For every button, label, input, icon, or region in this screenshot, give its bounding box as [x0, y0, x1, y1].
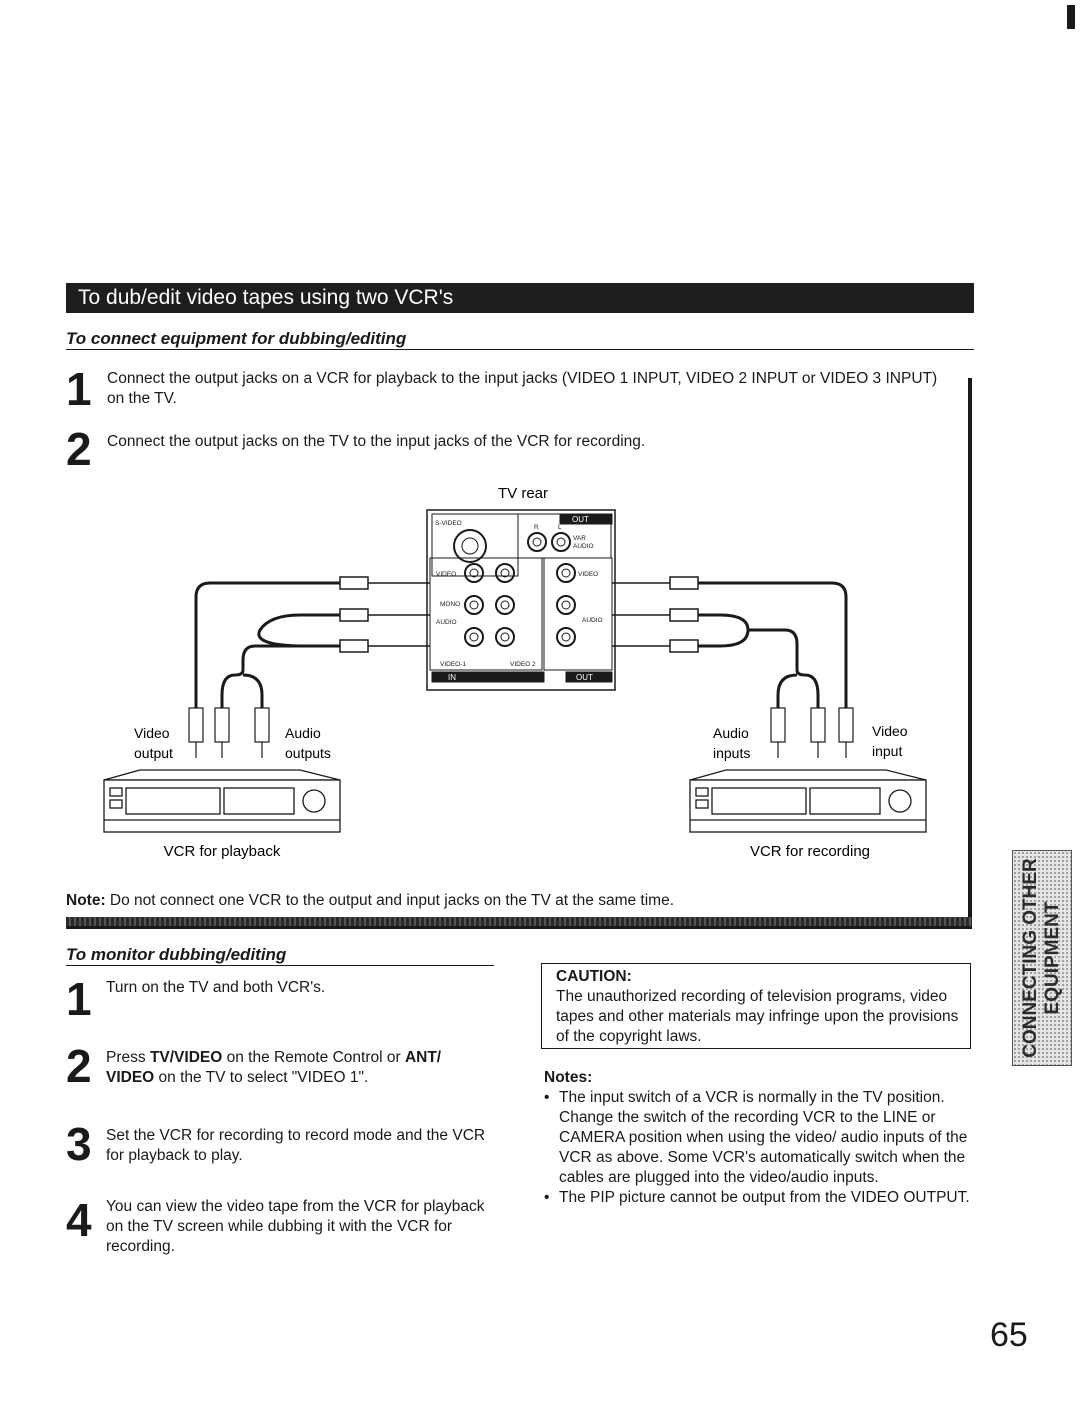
svg-text:L: L [558, 524, 562, 531]
connect-heading: To connect equipment for dubbing/editing [66, 329, 974, 350]
monitor-step-2-part-3: on the Remote Control or [222, 1049, 405, 1066]
left-audio-label-1: Audio [285, 725, 321, 741]
monitor-step-4-part-1: You can view the video tape from the VCR… [106, 1198, 485, 1255]
page-number: 65 [990, 1316, 1028, 1354]
monitor-step-2-text: Press TV/VIDEO on the Remote Control or … [106, 1048, 491, 1088]
svg-text:OUT: OUT [576, 673, 593, 682]
right-video-label-2: input [872, 743, 902, 759]
panel-labels: S-VIDEO OUT R L VAR AUDIO VIDEO MONO AUD… [435, 515, 603, 682]
monitor-step-1-part-1: Turn on the TV and both VCR's. [106, 979, 326, 996]
vcr-recording [689, 769, 927, 833]
svg-text:S-VIDEO: S-VIDEO [435, 520, 462, 527]
connect-step-1-text: Connect the output jacks on a VCR for pl… [107, 370, 938, 407]
monitor-step-2-part-4: ANT/ VIDEO [106, 1049, 442, 1086]
side-tab-label: CONNECTING OTHER EQUIPMENT [1020, 858, 1064, 1058]
left-rca-plugs [188, 707, 270, 758]
note-label: Note: [66, 892, 106, 909]
svg-text:OUT: OUT [572, 515, 589, 524]
section-border-right [968, 378, 972, 928]
monitor-step-2-number: 2 [66, 1040, 92, 1092]
vcr-playback-label: VCR for playback [164, 843, 281, 860]
svg-text:IN: IN [448, 673, 456, 682]
monitor-step-2-part-1: Press [106, 1049, 150, 1066]
svg-text:R: R [534, 524, 539, 531]
vcr-recording-label: VCR for recording [750, 843, 870, 860]
side-tab-line-1: CONNECTING OTHER [1020, 858, 1041, 1058]
right-audio-label-1: Audio [713, 725, 749, 741]
right-rca-plugs [770, 707, 854, 758]
svg-text:AUDIO: AUDIO [436, 619, 457, 626]
corner-mark [1067, 5, 1075, 29]
notes-item-2: The PIP picture cannot be output from th… [541, 1188, 973, 1208]
notes-title: Notes: [544, 1069, 593, 1086]
tv-rear-panel [426, 509, 616, 691]
svg-text:VIDEO: VIDEO [578, 571, 598, 578]
monitor-step-3-text: Set the VCR for recording to record mode… [106, 1126, 491, 1166]
right-video-label-1: Video [872, 723, 908, 739]
caution-text: The unauthorized recording of television… [556, 988, 959, 1045]
right-plugs [612, 576, 699, 653]
monitor-step-1-number: 1 [66, 973, 92, 1025]
caution-box [541, 963, 971, 1049]
connect-step-2-number: 2 [66, 423, 92, 475]
tv-rear-label: TV rear [498, 485, 548, 502]
side-tab: CONNECTING OTHER EQUIPMENT [1012, 850, 1072, 1066]
connect-step-2-text: Connect the output jacks on the TV to th… [107, 433, 646, 450]
left-plugs [339, 576, 430, 653]
svg-text:VAR: VAR [573, 535, 586, 542]
svg-text:MONO: MONO [440, 601, 460, 608]
vcr-playback [103, 769, 341, 833]
monitor-step-1-text: Turn on the TV and both VCR's. [106, 978, 491, 998]
right-cables [698, 581, 848, 708]
right-audio-label-2: inputs [713, 745, 750, 761]
section-title-bar: To dub/edit video tapes using two VCR's [66, 283, 974, 313]
svg-text:VIDEO: VIDEO [436, 571, 456, 578]
notes-item-1: The input switch of a VCR is normally in… [541, 1088, 973, 1188]
monitor-step-3-number: 3 [66, 1118, 92, 1170]
connect-note: Note: Do not connect one VCR to the outp… [66, 891, 956, 911]
svg-text:AUDIO: AUDIO [582, 617, 603, 624]
monitor-step-3-part-1: Set the VCR for recording to record mode… [106, 1127, 486, 1164]
left-cables [194, 581, 340, 708]
notes-list: The input switch of a VCR is normally in… [541, 1088, 973, 1208]
connection-diagram: TV rear S-VIDEO OUT R L VAR AUDIO VIDEO … [103, 485, 927, 860]
monitor-step-2-part-2: TV/VIDEO [149, 1049, 223, 1066]
svg-text:VIDEO 2: VIDEO 2 [510, 661, 536, 668]
left-video-label-2: output [134, 745, 173, 761]
monitor-step-4-text: You can view the video tape from the VCR… [106, 1197, 491, 1257]
svg-text:AUDIO: AUDIO [573, 543, 594, 550]
svg-text:VIDEO-1: VIDEO-1 [440, 661, 466, 668]
left-audio-label-2: outputs [285, 745, 331, 761]
left-video-label-1: Video [134, 725, 170, 741]
side-tab-line-2: EQUIPMENT [1042, 901, 1063, 1015]
note-text: Do not connect one VCR to the output and… [109, 892, 674, 909]
section-divider-pattern [66, 917, 972, 926]
caution-title: CAUTION: [556, 968, 632, 985]
monitor-step-2-part-5: on the TV to select "VIDEO 1". [154, 1069, 369, 1086]
section-divider [66, 926, 972, 929]
monitor-step-4-number: 4 [66, 1194, 92, 1246]
monitor-heading: To monitor dubbing/editing [66, 945, 494, 966]
connect-step-1-number: 1 [66, 363, 92, 415]
